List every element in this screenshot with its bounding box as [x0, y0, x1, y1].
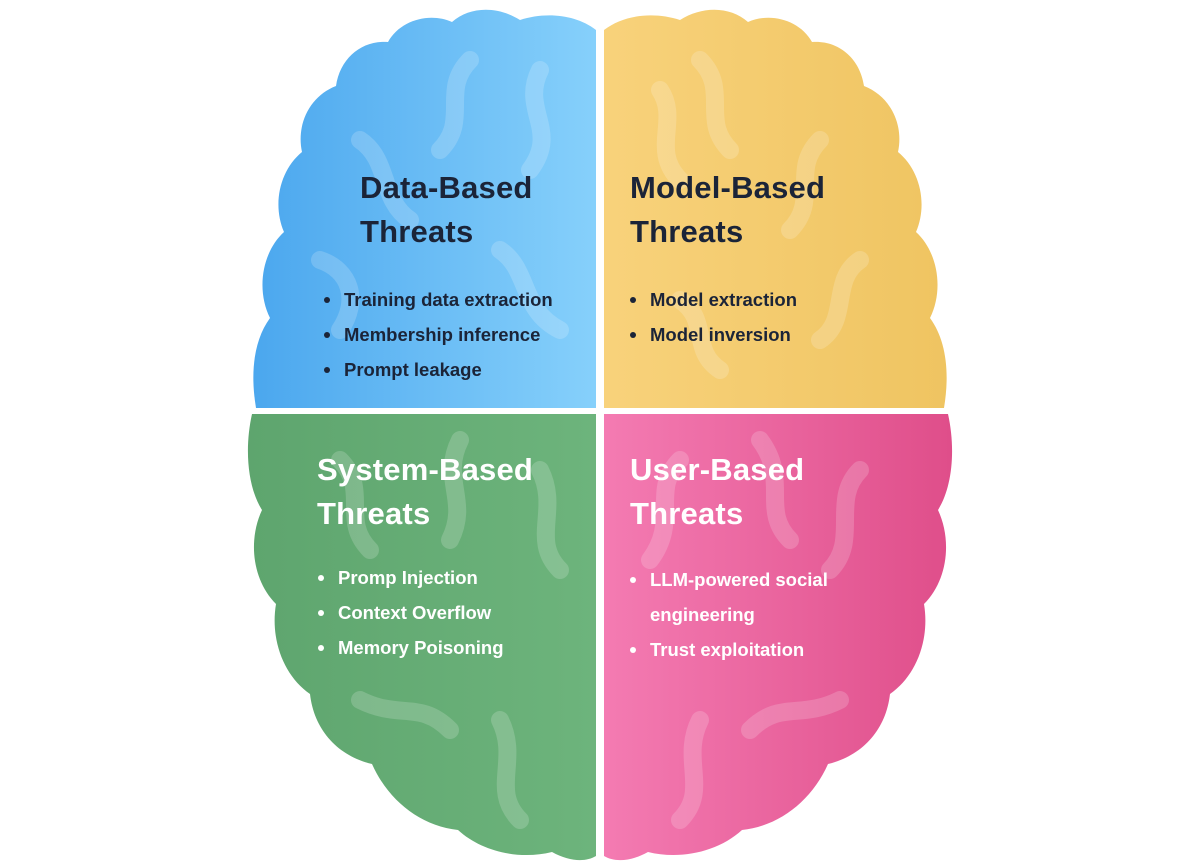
- system-based-title-line2: Threats: [317, 496, 431, 531]
- data-based-title-line2: Threats: [360, 214, 474, 249]
- model-based-title-line2: Threats: [630, 214, 744, 249]
- lobe-data-based: [253, 9, 597, 409]
- data-based-threats: Data-Based Threats Training data extract…: [322, 166, 553, 387]
- system-based-title-line1: System-Based: [317, 452, 534, 487]
- model-based-threats: Model-Based Threats Model extraction Mod…: [628, 166, 825, 352]
- user-based-list: LLM-powered social engineering Trust exp…: [628, 562, 858, 667]
- system-based-title: System-Based Threats: [317, 448, 533, 536]
- list-item: LLM-powered social engineering: [628, 562, 858, 632]
- list-item: Model inversion: [628, 317, 825, 352]
- list-item: Prompt leakage: [322, 352, 553, 387]
- list-item: Memory Poisoning: [316, 630, 533, 665]
- model-based-list: Model extraction Model inversion: [628, 282, 825, 352]
- model-based-title: Model-Based Threats: [630, 166, 825, 254]
- list-item: Trust exploitation: [628, 632, 858, 667]
- list-item: Promp Injection: [316, 560, 533, 595]
- list-item: Context Overflow: [316, 595, 533, 630]
- user-based-threats: User-Based Threats LLM-powered social en…: [628, 448, 858, 667]
- list-item: Training data extraction: [322, 282, 553, 317]
- system-based-list: Promp Injection Context Overflow Memory …: [316, 560, 533, 665]
- lobe-model-based: [604, 9, 947, 409]
- system-based-threats: System-Based Threats Promp Injection Con…: [316, 448, 533, 665]
- list-item: Model extraction: [628, 282, 825, 317]
- user-based-title-line2: Threats: [630, 496, 744, 531]
- data-based-list: Training data extraction Membership infe…: [322, 282, 553, 387]
- user-based-title-line1: User-Based: [630, 452, 805, 487]
- list-item: Membership inference: [322, 317, 553, 352]
- user-based-title: User-Based Threats: [630, 448, 858, 536]
- lobe-user-based: [604, 414, 953, 861]
- data-based-title-line1: Data-Based: [360, 170, 533, 205]
- lobe-system-based: [247, 414, 596, 861]
- data-based-title: Data-Based Threats: [360, 166, 553, 254]
- model-based-title-line1: Model-Based: [630, 170, 826, 205]
